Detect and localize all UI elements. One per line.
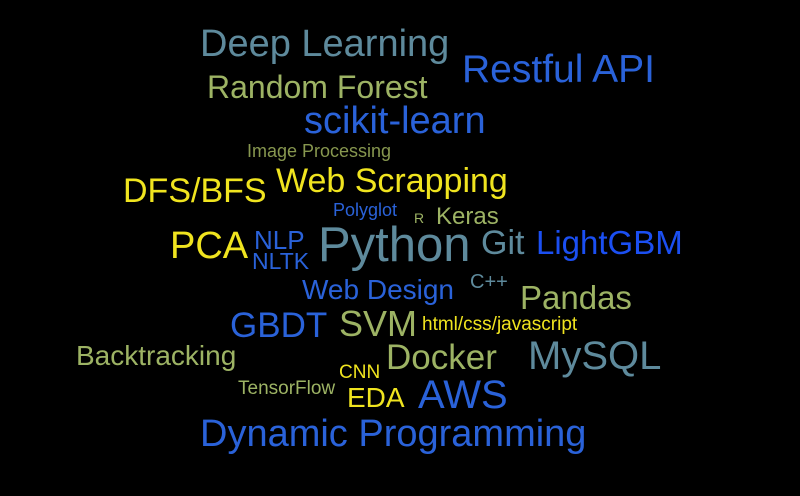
word-nltk: NLTK — [252, 248, 310, 274]
word-nlp: NLP — [254, 225, 305, 255]
word-dynamic-programming: Dynamic Programming — [200, 413, 587, 455]
word-backtracking: Backtracking — [76, 340, 237, 371]
word-web-design: Web Design — [302, 274, 455, 305]
word-pandas: Pandas — [520, 279, 632, 316]
word-svm: SVM — [339, 303, 418, 344]
word-aws: AWS — [418, 373, 508, 417]
word-r: R — [414, 210, 425, 226]
word-deep-learning: Deep Learning — [200, 23, 450, 65]
word-web-scrapping: Web Scrapping — [276, 162, 508, 200]
word-lightgbm: LightGBM — [536, 224, 683, 261]
word-keras: Keras — [436, 203, 499, 230]
word-mysql: MySQL — [528, 334, 662, 378]
word-restful-api: Restful API — [462, 48, 655, 91]
word-random-forest: Random Forest — [207, 69, 428, 105]
word-html-css-javascript: html/css/javascript — [422, 314, 578, 335]
word-docker: Docker — [386, 338, 497, 377]
word-scikit-learn: scikit-learn — [304, 100, 486, 142]
word-dfs-bfs: DFS/BFS — [123, 172, 267, 210]
word-pca: PCA — [170, 225, 249, 267]
word-polyglot: Polyglot — [333, 200, 398, 220]
word-gbdt: GBDT — [230, 306, 328, 345]
word-image-processing: Image Processing — [247, 141, 392, 161]
word-git: Git — [481, 224, 525, 262]
word-python: Python — [318, 218, 471, 272]
word-cpp: C++ — [470, 271, 508, 293]
word-cnn: CNN — [339, 362, 381, 383]
word-eda: EDA — [347, 382, 405, 413]
word-tensorflow: TensorFlow — [238, 378, 336, 399]
